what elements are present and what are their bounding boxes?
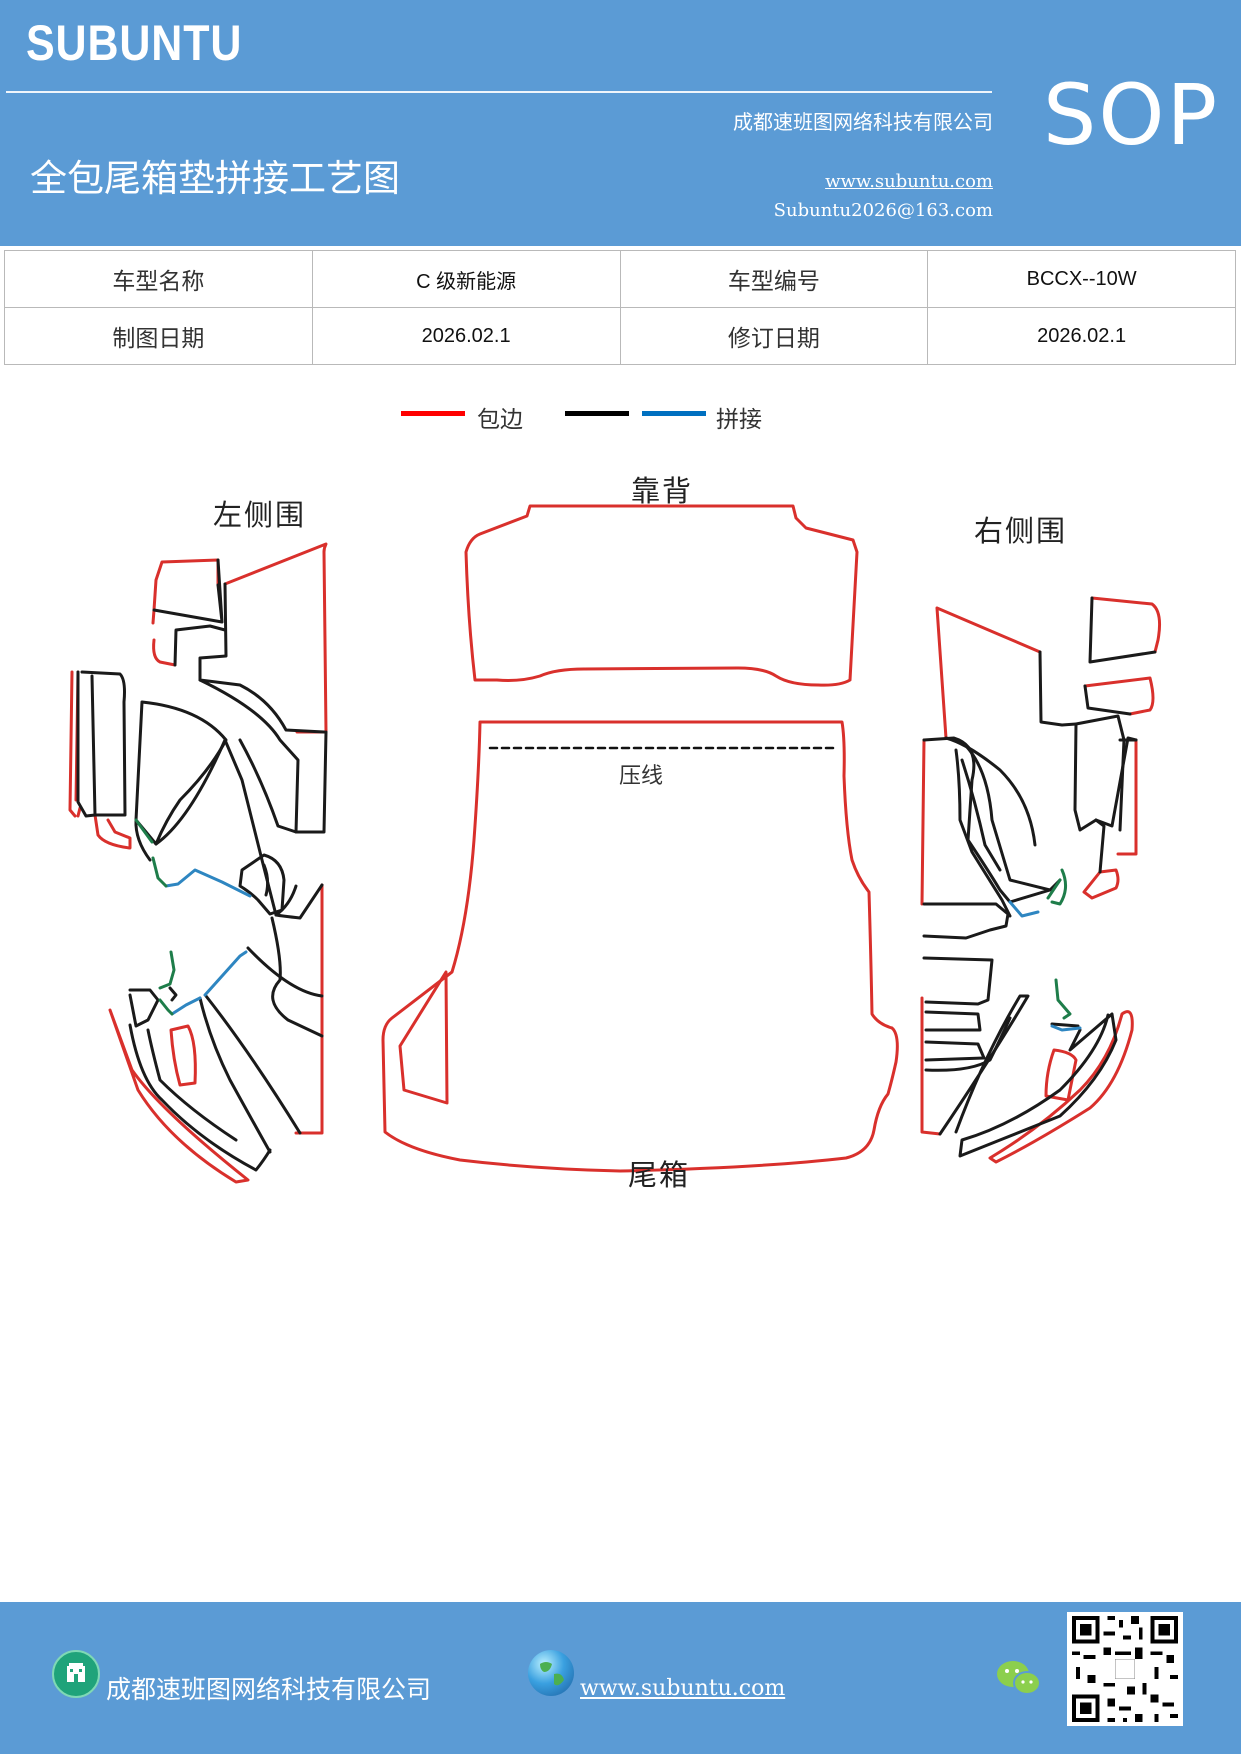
header-divider [6, 91, 992, 93]
right-side-panel [920, 596, 1161, 1164]
brand-logo: SUBUNTU [26, 15, 243, 71]
draw-date-label: 制图日期 [4, 307, 313, 365]
legend-red-line [401, 411, 465, 416]
model-name-value: C 级新能源 [311, 250, 621, 308]
page-title: 全包尾箱垫拼接工艺图 [30, 157, 400, 200]
header-banner: SUBUNTU 成都速班图网络科技有限公司 全包尾箱垫拼接工艺图 www.sub… [0, 0, 1241, 246]
legend: 包边 拼接 [0, 400, 1241, 440]
diagram-svg [68, 504, 1161, 1184]
table-row: 车型名称 C 级新能源 车型编号 BCCX--10W [4, 250, 1236, 308]
legend-label-join: 拼接 [716, 407, 762, 433]
header-company: 成都速班图网络科技有限公司 [733, 110, 993, 134]
model-code-label: 车型编号 [619, 250, 929, 308]
trunk-floor-panel [381, 720, 899, 1173]
label-press-line: 压线 [619, 764, 664, 789]
qr-code[interactable] [1067, 1612, 1183, 1726]
label-trunk: 尾箱 [628, 1158, 691, 1192]
footer-banner: 成都速班图网络科技有限公司 www.subuntu.com [0, 1602, 1241, 1754]
globe-icon [528, 1650, 574, 1696]
vehicle-info-table: 车型名称 C 级新能源 车型编号 BCCX--10W 制图日期 2026.02.… [4, 250, 1236, 365]
left-side-panel [68, 542, 328, 1184]
footer-company: 成都速班图网络科技有限公司 [106, 1675, 432, 1704]
label-left-side: 左侧围 [213, 498, 307, 532]
legend-label-edge: 包边 [477, 407, 523, 433]
footer-website-link[interactable]: www.subuntu.com [580, 1676, 786, 1701]
model-name-label: 车型名称 [4, 250, 313, 308]
legend-black-line [565, 411, 629, 416]
building-icon [52, 1650, 100, 1698]
legend-blue-line [642, 411, 706, 416]
revise-date-label: 修订日期 [619, 307, 929, 365]
model-code-value: BCCX--10W [927, 250, 1236, 308]
label-right-side: 右侧围 [974, 514, 1068, 548]
revise-date-value: 2026.02.1 [927, 307, 1236, 365]
sop-badge: SOP [1043, 66, 1220, 164]
header-email[interactable]: Subuntu2026@163.com [773, 200, 993, 221]
draw-date-value: 2026.02.1 [311, 307, 621, 365]
table-row: 制图日期 2026.02.1 修订日期 2026.02.1 [4, 307, 1236, 365]
backrest-panel [464, 504, 859, 687]
trunk-side-cutout [398, 970, 449, 1105]
header-website-link[interactable]: www.subuntu.com [825, 171, 993, 192]
wechat-icon[interactable] [996, 1658, 1042, 1698]
label-backrest: 靠背 [631, 474, 694, 508]
trunk-mat-diagram: 左侧围 靠背 右侧围 尾箱 压线 [0, 440, 1241, 1220]
